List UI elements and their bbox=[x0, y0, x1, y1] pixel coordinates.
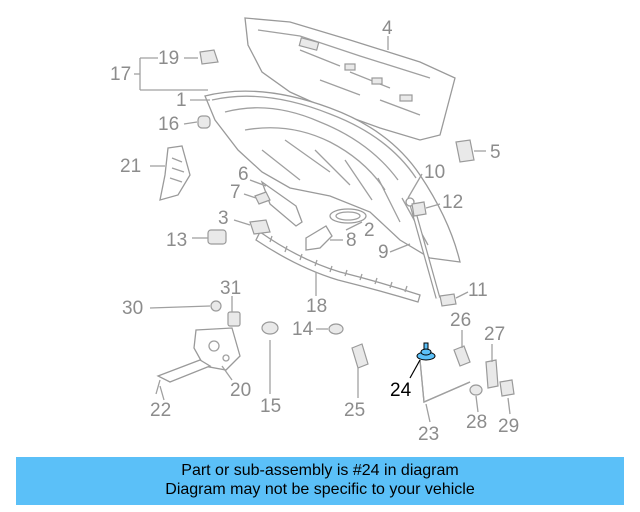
info-banner: Part or sub-assembly is #24 in diagram D… bbox=[16, 457, 624, 505]
callout-28: 28 bbox=[466, 412, 487, 433]
callout-7: 7 bbox=[230, 182, 241, 203]
callout-20: 20 bbox=[230, 380, 251, 401]
part-2-cover bbox=[329, 208, 367, 224]
callout-27: 27 bbox=[484, 324, 505, 345]
callout-6: 6 bbox=[238, 164, 249, 185]
hood-insulation-pad bbox=[244, 17, 456, 141]
part-12-clip bbox=[411, 201, 427, 217]
parts-diagram: 4 19 17 1 16 5 21 6 10 7 12 3 2 13 8 9 1… bbox=[110, 17, 519, 445]
callout-1: 1 bbox=[176, 90, 187, 111]
callout-4: 4 bbox=[382, 18, 393, 39]
part-14-grommet bbox=[328, 323, 344, 335]
banner-line-1: Part or sub-assembly is #24 in diagram bbox=[181, 462, 459, 479]
callout-10: 10 bbox=[424, 162, 445, 183]
callouts: 4 19 17 1 16 5 21 6 10 7 12 3 2 13 8 9 1… bbox=[110, 18, 519, 445]
hood-seal bbox=[255, 231, 421, 303]
callout-31: 31 bbox=[220, 278, 241, 299]
callout-26: 26 bbox=[450, 310, 471, 331]
hood-gas-strut bbox=[405, 197, 441, 299]
part-7-bolt bbox=[254, 191, 271, 205]
leader-lines bbox=[134, 36, 511, 423]
callout-8: 8 bbox=[346, 230, 357, 251]
callout-12: 12 bbox=[442, 192, 463, 213]
part-22-cable bbox=[155, 359, 212, 395]
callout-9: 9 bbox=[378, 242, 389, 263]
callout-11: 11 bbox=[468, 280, 488, 301]
part-25-clip bbox=[351, 343, 369, 369]
callout-24: 24 bbox=[390, 380, 412, 401]
banner-line-2: Diagram may not be specific to your vehi… bbox=[165, 481, 475, 498]
part-21-bracket bbox=[159, 145, 191, 201]
callout-30: 30 bbox=[122, 298, 143, 319]
callout-14: 14 bbox=[292, 319, 314, 340]
callout-25: 25 bbox=[344, 400, 365, 421]
callout-22: 22 bbox=[150, 400, 171, 421]
callout-13: 13 bbox=[166, 230, 187, 251]
part-26-handle bbox=[453, 345, 471, 367]
callout-17: 17 bbox=[110, 64, 131, 85]
part-31-nut bbox=[227, 311, 241, 327]
callout-19: 19 bbox=[158, 48, 179, 69]
hood-panel bbox=[204, 90, 461, 263]
callout-29: 29 bbox=[498, 416, 519, 437]
part-15-bumper bbox=[261, 321, 279, 335]
part-11-clip bbox=[439, 293, 457, 307]
part-5-clip bbox=[455, 139, 475, 163]
part-24-highlighted[interactable] bbox=[416, 342, 436, 361]
part-23-prop-rod bbox=[419, 359, 471, 403]
part-20-latch bbox=[193, 327, 241, 371]
part-19-bumper bbox=[199, 49, 219, 65]
part-13-grommet bbox=[207, 229, 227, 245]
part-30-bolt bbox=[210, 300, 222, 312]
callout-16: 16 bbox=[158, 114, 179, 135]
callout-18: 18 bbox=[306, 296, 327, 317]
part-27-bracket bbox=[485, 359, 499, 389]
part-29-clip bbox=[499, 379, 515, 397]
part-28-screw bbox=[469, 384, 483, 396]
callout-23: 23 bbox=[418, 424, 439, 445]
callout-15: 15 bbox=[260, 396, 281, 417]
callout-2: 2 bbox=[364, 220, 375, 241]
callout-21: 21 bbox=[120, 156, 141, 177]
part-16-stop bbox=[197, 115, 211, 129]
part-8-bracket bbox=[305, 225, 333, 251]
callout-5: 5 bbox=[490, 142, 501, 163]
part-3-latch bbox=[249, 219, 271, 235]
callout-3: 3 bbox=[218, 208, 229, 229]
